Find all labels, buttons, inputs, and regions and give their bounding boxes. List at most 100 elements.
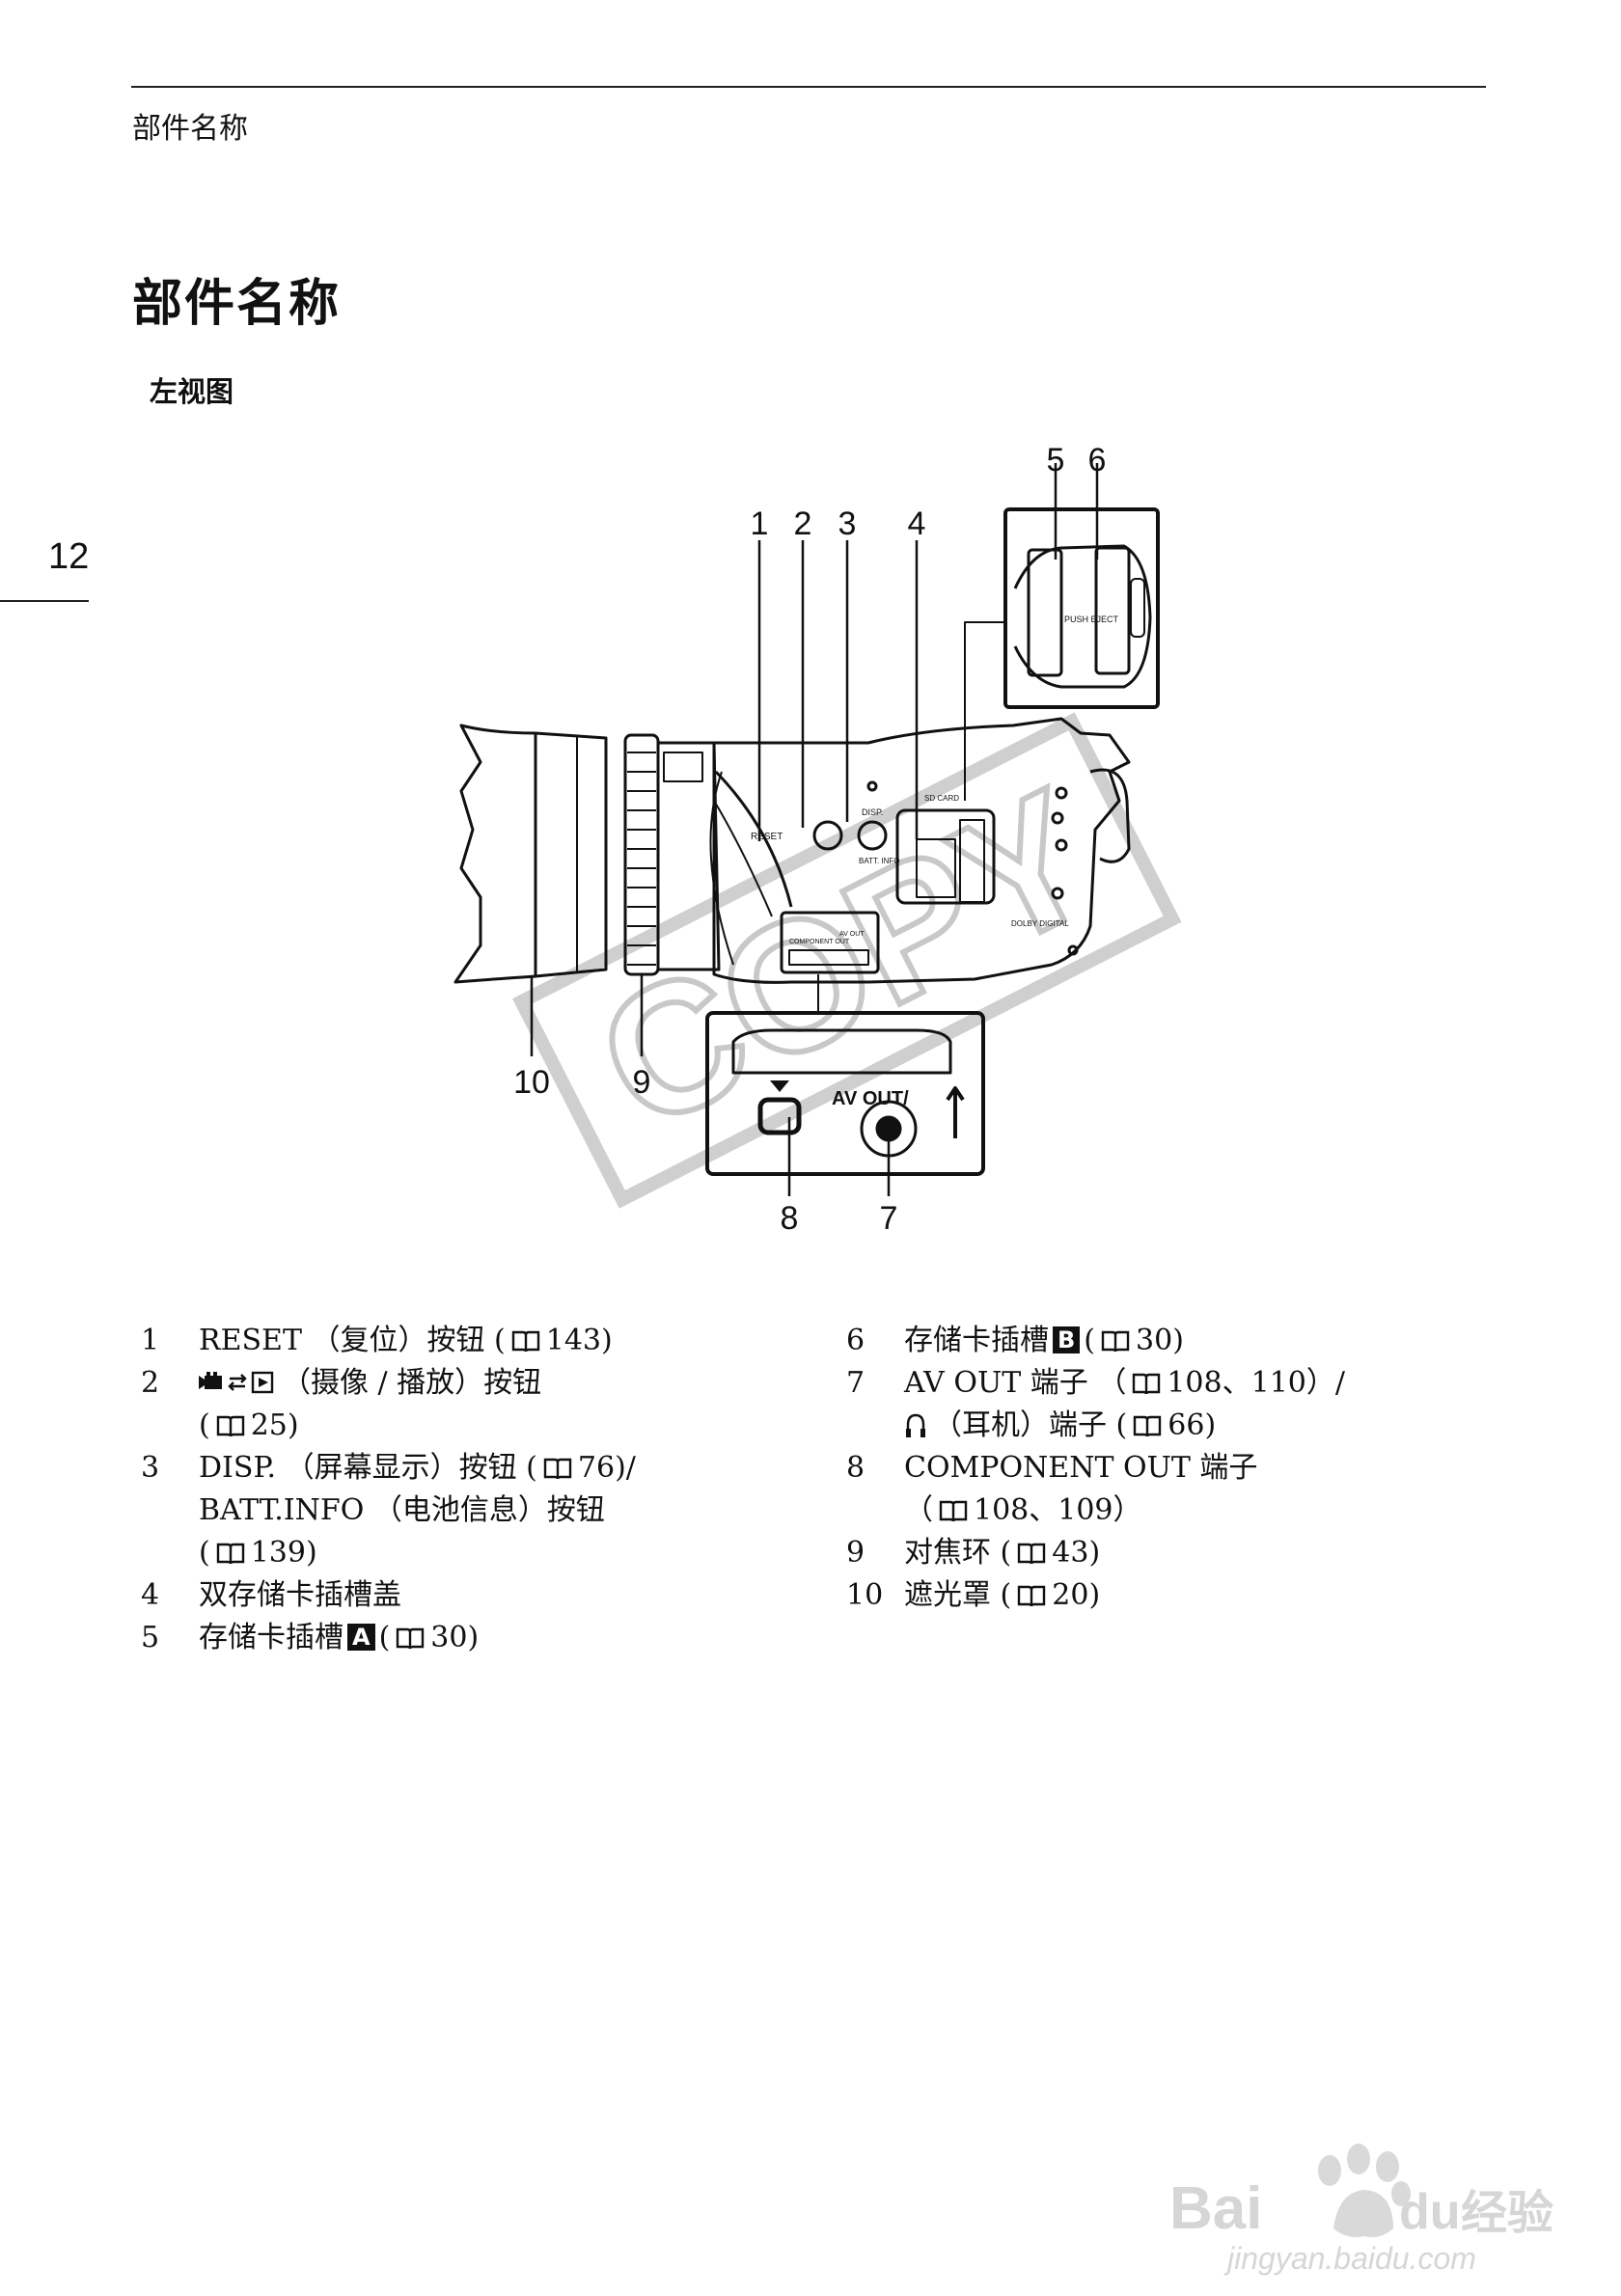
callout-7: 7 [880, 1200, 898, 1237]
dolby-label: DOLBY DIGITAL [1011, 919, 1069, 928]
legend-text: ( [199, 1408, 210, 1442]
mode-button [812, 820, 843, 851]
watermark-brand: Bai [1169, 2175, 1262, 2242]
legend-left: 1 RESET （复位）按钮 (143) 2 （摄像 / 播放）按钮 (25) … [141, 1320, 816, 1659]
legend-text: )/ [615, 1451, 636, 1485]
legend-text: ) [1172, 1324, 1184, 1357]
terminal-cover-small [780, 911, 880, 974]
page-ref: 25 [250, 1408, 288, 1442]
book-icon [1133, 1373, 1161, 1395]
legend-text: 对焦环 ( [904, 1536, 1012, 1570]
slot-a [1027, 548, 1063, 677]
legend-text: （耳机）端子 ( [933, 1408, 1128, 1442]
page-ref: 30 [430, 1621, 468, 1654]
legend-num: 4 [141, 1578, 160, 1612]
legend-item-7: 7 AV OUT 端子 （108、110）/ （耳机）端子 (66) [846, 1362, 1522, 1447]
book-icon [939, 1500, 968, 1522]
paw-icon [1318, 2144, 1411, 2237]
legend-text: BATT.INFO （电池信息）按钮 [199, 1493, 605, 1527]
watermark-brand2: du [1399, 2184, 1461, 2240]
slot-b [1094, 546, 1131, 675]
legend-item-4: 4 双存储卡插槽盖 [141, 1574, 816, 1617]
camera-play-mode-icon [199, 1371, 274, 1394]
watermark-cn: 经验 [1461, 2186, 1553, 2240]
running-head: 部件名称 [132, 112, 248, 146]
legend-num: 8 [846, 1451, 865, 1485]
legend-text: ）/ [1305, 1366, 1345, 1400]
book-icon [1018, 1543, 1046, 1565]
terminal-inset [705, 1011, 985, 1176]
page-ref: 66 [1168, 1408, 1205, 1442]
page-title: 部件名称 [132, 275, 342, 333]
push-eject-label: PUSH EJECT [1064, 615, 1119, 624]
page-ref: 108、109 [974, 1493, 1113, 1527]
legend-item-9: 9 对焦环 (43) [846, 1532, 1522, 1574]
av-out-big-label: AV OUT/ [832, 1088, 909, 1109]
legend-text: ) [601, 1324, 613, 1357]
headphones-icon [906, 1413, 925, 1437]
reset-label: RESET [751, 832, 783, 842]
watermark-url: jingyan.baidu.com [1223, 2241, 1476, 2276]
page-ref: 30 [1136, 1324, 1173, 1357]
page-ref: 143 [545, 1324, 601, 1357]
book-icon [1101, 1330, 1130, 1353]
legend-text: 存储卡插槽 [199, 1621, 343, 1654]
legend-text: ) [287, 1408, 299, 1442]
book-icon [216, 1415, 244, 1437]
camera-diagram: COPY [453, 442, 1182, 1237]
callout-2: 2 [794, 506, 812, 542]
legend-text: ) [1088, 1536, 1101, 1570]
page-number: 12 [48, 536, 90, 577]
component-out-label: COMPONENT OUT [789, 939, 850, 945]
callout-1: 1 [751, 506, 769, 542]
page-ref: 76 [577, 1451, 616, 1485]
legend-text: ( [378, 1621, 391, 1654]
legend-num: 9 [846, 1536, 865, 1570]
legend-text: 遮光罩 ( [904, 1578, 1012, 1612]
disp-button [857, 820, 888, 851]
legend-text: ） [1113, 1493, 1142, 1527]
legend-text: ) [467, 1621, 480, 1654]
component-out-port [757, 1097, 802, 1135]
callout-3: 3 [838, 506, 857, 542]
legend-item-8: 8 COMPONENT OUT 端子 （ 108、109） [846, 1447, 1522, 1532]
legend-text: 双存储卡插槽盖 [199, 1578, 401, 1612]
legend-text: （ [904, 1493, 933, 1527]
legend-text: ( [199, 1536, 210, 1570]
card-slot-inset [1003, 507, 1160, 709]
callout-6: 6 [1088, 442, 1107, 478]
sd-card-label: SD CARD [924, 794, 959, 803]
callout-10: 10 [513, 1064, 550, 1101]
book-icon [511, 1330, 539, 1353]
book-icon [216, 1543, 244, 1565]
legend-num: 3 [141, 1451, 160, 1485]
batt-info-label: BATT. INFO [859, 857, 900, 865]
page-number-rule [0, 600, 89, 602]
legend-num: 7 [846, 1366, 865, 1400]
legend-text: COMPONENT OUT 端子 [904, 1451, 1258, 1485]
av-out-small-label: AV OUT [839, 931, 865, 938]
legend-text: RESET （复位）按钮 ( [199, 1324, 506, 1357]
book-icon [1018, 1585, 1046, 1607]
view-label: 左视图 [150, 375, 234, 408]
page-ref: 20 [1052, 1578, 1089, 1612]
legend-item-10: 10 遮光罩 (20) [846, 1574, 1522, 1617]
callout-5: 5 [1047, 442, 1065, 478]
legend-text: （摄像 / 播放）按钮 [282, 1366, 542, 1400]
book-icon [1134, 1415, 1162, 1437]
legend-num: 5 [141, 1621, 160, 1654]
disp-label: DISP. [862, 807, 883, 817]
legend-text: ) [1204, 1408, 1217, 1442]
legend-num: 6 [846, 1324, 865, 1357]
legend-num: 2 [141, 1366, 160, 1400]
legend-item-3: 3 DISP. （屏幕显示）按钮 (76)/ BATT.INFO （电池信息）按… [141, 1447, 816, 1574]
header-rule [131, 86, 1486, 88]
callout-9: 9 [633, 1064, 651, 1101]
legend-num: 1 [141, 1324, 160, 1357]
book-icon [397, 1627, 425, 1650]
lens-hood [453, 724, 608, 984]
legend-num: 10 [846, 1578, 884, 1612]
